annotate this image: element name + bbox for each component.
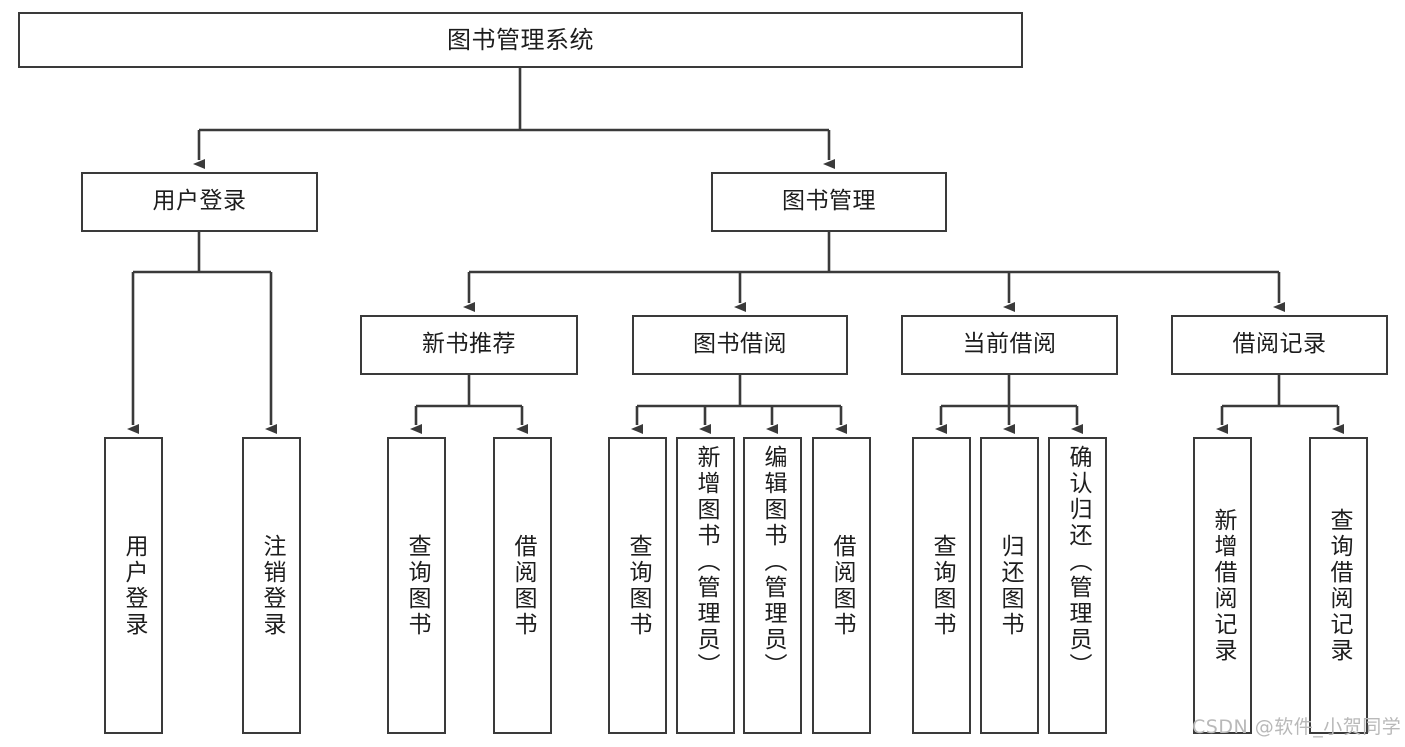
node-leaf-user-login[interactable]: 用户登录 bbox=[104, 437, 163, 734]
node-current-borrow[interactable]: 当前借阅 bbox=[901, 315, 1118, 375]
node-book-manage[interactable]: 图书管理 bbox=[711, 172, 947, 232]
node-new-book-recommend[interactable]: 新书推荐 bbox=[360, 315, 578, 375]
node-leaf-borrow-book-2-label: 借阅图书 bbox=[829, 533, 855, 638]
node-leaf-query-book-1-label: 查询图书 bbox=[404, 533, 430, 638]
node-leaf-logout[interactable]: 注销登录 bbox=[242, 437, 301, 734]
node-root[interactable]: 图书管理系统 bbox=[18, 12, 1023, 68]
node-leaf-add-borrow-record-label: 新增借阅记录 bbox=[1210, 507, 1236, 664]
node-leaf-query-book-2[interactable]: 查询图书 bbox=[608, 437, 667, 734]
node-leaf-borrow-book-2[interactable]: 借阅图书 bbox=[812, 437, 871, 734]
node-leaf-query-borrow-record[interactable]: 查询借阅记录 bbox=[1309, 437, 1368, 734]
node-user-login-label: 用户登录 bbox=[152, 188, 247, 215]
node-leaf-query-book-1[interactable]: 查询图书 bbox=[387, 437, 446, 734]
node-borrow-record-label: 借阅记录 bbox=[1232, 331, 1327, 358]
node-leaf-add-borrow-record[interactable]: 新增借阅记录 bbox=[1193, 437, 1252, 734]
node-leaf-edit-book[interactable]: 编辑图书（管理员） bbox=[743, 437, 802, 734]
node-leaf-borrow-book-1[interactable]: 借阅图书 bbox=[493, 437, 552, 734]
node-leaf-user-login-label: 用户登录 bbox=[121, 533, 147, 638]
node-leaf-query-book-3-label: 查询图书 bbox=[929, 533, 955, 638]
node-book-borrow-label: 图书借阅 bbox=[693, 331, 787, 358]
node-leaf-query-book-2-label: 查询图书 bbox=[625, 533, 651, 638]
node-leaf-query-book-3[interactable]: 查询图书 bbox=[912, 437, 971, 734]
node-borrow-record[interactable]: 借阅记录 bbox=[1171, 315, 1388, 375]
node-leaf-return-book[interactable]: 归还图书 bbox=[980, 437, 1039, 734]
node-leaf-add-book-label: 新增图书（管理员） bbox=[693, 445, 719, 679]
node-root-label: 图书管理系统 bbox=[447, 25, 594, 54]
node-new-book-recommend-label: 新书推荐 bbox=[422, 331, 516, 358]
node-leaf-return-book-label: 归还图书 bbox=[997, 533, 1023, 638]
node-book-borrow[interactable]: 图书借阅 bbox=[632, 315, 848, 375]
node-leaf-logout-label: 注销登录 bbox=[259, 533, 285, 638]
node-leaf-add-book[interactable]: 新增图书（管理员） bbox=[676, 437, 735, 734]
watermark-text: CSDN @软件_小贺同学 bbox=[1192, 716, 1402, 738]
node-leaf-edit-book-label: 编辑图书（管理员） bbox=[760, 445, 786, 679]
node-leaf-query-borrow-record-label: 查询借阅记录 bbox=[1326, 507, 1352, 664]
node-book-manage-label: 图书管理 bbox=[782, 188, 876, 215]
node-user-login[interactable]: 用户登录 bbox=[81, 172, 318, 232]
node-leaf-confirm-return-label: 确认归还（管理员） bbox=[1065, 445, 1091, 679]
node-current-borrow-label: 当前借阅 bbox=[962, 331, 1057, 358]
node-leaf-borrow-book-1-label: 借阅图书 bbox=[510, 533, 536, 638]
node-leaf-confirm-return[interactable]: 确认归还（管理员） bbox=[1048, 437, 1107, 734]
